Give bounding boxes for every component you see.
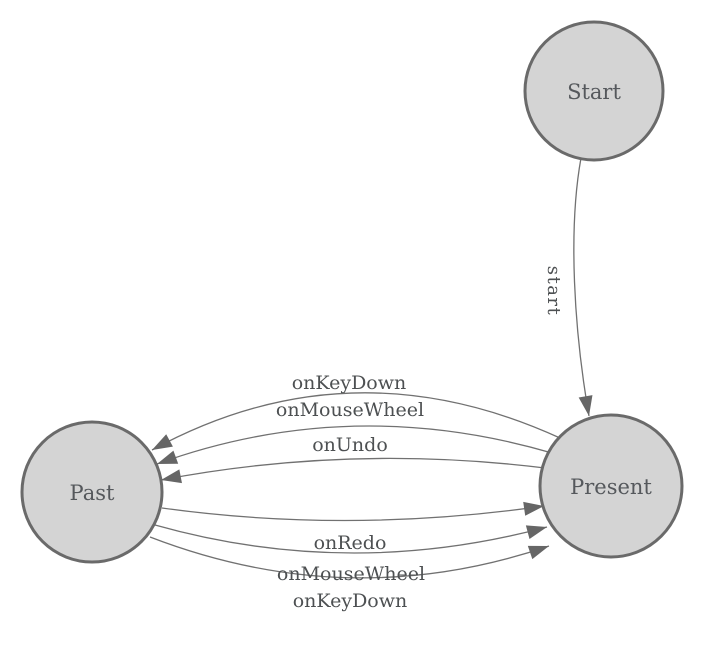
node-labels-layer: Start Past Present (70, 80, 653, 505)
node-present[interactable] (538, 413, 684, 559)
edge-past-to-present-onkeydown[interactable] (149, 536, 550, 579)
edge-past-to-present-onmousewheel[interactable] (154, 524, 548, 554)
edge-label-onmousewheel-top: onMouseWheel (276, 399, 424, 421)
edge-labels-layer: start onKeyDown onMouseWheel onUndo onRe… (276, 266, 564, 612)
edge-present-to-past-onundo[interactable] (160, 457, 546, 484)
node-past-label: Past (70, 481, 115, 505)
edges-layer (149, 157, 593, 579)
nodes-layer (20, 20, 684, 564)
edge-present-to-past-onkeydown[interactable] (151, 392, 561, 451)
edge-label-onkeydown-bottom: onKeyDown (293, 590, 408, 612)
edge-present-to-past-onmousewheel[interactable] (156, 425, 553, 465)
edge-start-to-present[interactable] (573, 157, 593, 417)
edge-label-onmousewheel-bottom: onMouseWheel (277, 563, 425, 585)
node-present-label: Present (570, 475, 652, 499)
node-start-label: Start (567, 80, 621, 104)
edge-past-to-present-onredo[interactable] (161, 501, 545, 522)
edge-label-onundo: onUndo (312, 434, 388, 456)
edge-label-onkeydown-top: onKeyDown (292, 372, 407, 394)
edge-label-onredo: onRedo (314, 532, 387, 554)
node-past[interactable] (20, 420, 164, 564)
node-start[interactable] (523, 20, 665, 162)
edge-label-start: start (543, 266, 564, 317)
